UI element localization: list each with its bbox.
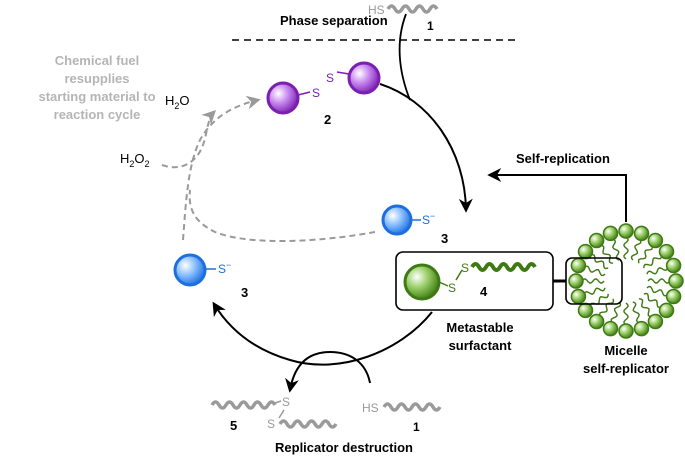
micelle-tail (643, 292, 662, 309)
micelle-headgroup (658, 243, 675, 260)
disulfide-sphere-right (347, 61, 381, 95)
thiol-bottom-prefix: HS (362, 401, 379, 415)
disulfide-s1: S (312, 86, 320, 100)
waste-s2: S (267, 417, 275, 431)
micelle-tail (632, 301, 640, 324)
thiolate-right-atom: S− (422, 211, 435, 227)
thiolate-left-sphere (173, 253, 207, 287)
peroxide-label: H2O2 (120, 151, 150, 169)
surfactant-s1: S (448, 281, 456, 295)
phase-separation-label: Phase separation (280, 13, 388, 28)
micelle-headgroup (570, 288, 587, 305)
micelle-highlight-box (565, 257, 623, 305)
disulfide-bond-left (297, 91, 311, 96)
micelle-tail (638, 298, 652, 318)
svg-text:Chemical fuel: Chemical fuel (55, 53, 140, 68)
micelle-headgroup (633, 320, 650, 337)
self-replication-arrow (487, 168, 627, 222)
svg-text:resupplies: resupplies (64, 71, 129, 86)
thiol-entry-curve (398, 13, 411, 101)
fuel-oxidation-arrow (182, 95, 261, 241)
destruction-arrow (285, 350, 371, 393)
thiol-bottom-number: 1 (413, 420, 420, 434)
disulfide-s2: S (326, 71, 334, 85)
micelle-tail (583, 265, 606, 277)
micelle-headgroup (665, 288, 682, 305)
micelle-tail (643, 255, 663, 269)
micelle-tail (598, 298, 615, 317)
micelle-tail (646, 267, 669, 275)
self-replication-label: Self-replication (516, 151, 610, 166)
micelle-headgroup (588, 313, 605, 330)
micelle-label-1: Micelle (604, 343, 647, 358)
disulfide-sphere-left (266, 81, 300, 115)
replicator-destruction-label: Replicator destruction (275, 440, 413, 455)
surfactant-bond-2 (455, 269, 463, 281)
metastable-label-2: surfactant (449, 338, 513, 353)
micelle-headgroup (647, 232, 664, 249)
micelle-tail (612, 238, 620, 261)
micelle-headgroup (570, 257, 587, 274)
waste-s1: S (282, 395, 290, 409)
svg-text:reaction cycle: reaction cycle (54, 107, 141, 122)
micelle-tail (581, 278, 605, 284)
micelle-headgroup (577, 243, 594, 260)
thiolate-left-atom: S− (218, 260, 231, 276)
thiol-bottom-chain (382, 402, 442, 412)
cycle-arrow-to-left-thiolate (212, 301, 433, 366)
micelle-tail (590, 253, 609, 270)
micelle-headgroup (647, 313, 664, 330)
micelle-headgroup (577, 302, 594, 319)
micelle-tail (610, 301, 622, 324)
micelle-tail (630, 238, 642, 261)
metastable-label-1: Metastable (446, 320, 513, 335)
micelle-headgroup (633, 225, 650, 242)
micelle-headgroup (602, 320, 619, 337)
waste-bond-upper (274, 400, 282, 404)
disulfide-bond-right (336, 71, 350, 75)
surfactant-chain (470, 262, 537, 272)
micelle (568, 223, 684, 339)
thiol-top-prefix: HS (368, 3, 385, 17)
micelle-tail (623, 302, 629, 326)
cycle-arrow-to-thiolate (379, 83, 473, 213)
micelle-headgroup (588, 232, 605, 249)
fuel-to-water-arrow (161, 110, 216, 169)
svg-text:starting material to: starting material to (38, 89, 155, 104)
micelle-tail (600, 244, 614, 264)
micelle-tail (647, 278, 671, 284)
thiol-top-chain (386, 4, 439, 14)
micelle-tail (637, 245, 654, 264)
micelle-headgroup (602, 225, 619, 242)
surfactant-sphere (403, 263, 441, 301)
micelle-headgroup (668, 273, 684, 289)
waste-number: 5 (230, 418, 237, 433)
micelle-headgroup (618, 223, 634, 239)
thiolate-right-number: 3 (441, 231, 448, 246)
thiolate-recycle-arrow (188, 189, 376, 243)
thiol-top-number: 1 (427, 19, 434, 33)
micelle-headgroup (658, 302, 675, 319)
waste-chain-lower (278, 419, 338, 429)
micelle-tail (623, 236, 629, 260)
thiolate-left-number: 3 (241, 285, 248, 300)
surfactant-number: 4 (480, 284, 488, 299)
thiolate-right-sphere (381, 204, 413, 236)
micelle-tail (646, 285, 669, 297)
chemical-fuel-note: Chemical fuel resupplies starting materi… (38, 53, 155, 122)
surfactant-bond-1 (438, 281, 449, 287)
waste-bond-middle (278, 409, 285, 419)
micelle-tail (583, 287, 606, 295)
waste-chain-upper (210, 400, 277, 410)
disulfide-number: 2 (324, 112, 331, 127)
water-label: H2O (165, 93, 190, 111)
micelle-headgroup (568, 273, 584, 289)
micelle-headgroup (618, 323, 634, 339)
micelle-headgroup (665, 257, 682, 274)
surfactant-s2: S (461, 261, 469, 275)
micelle-label-2: self-replicator (583, 361, 669, 376)
